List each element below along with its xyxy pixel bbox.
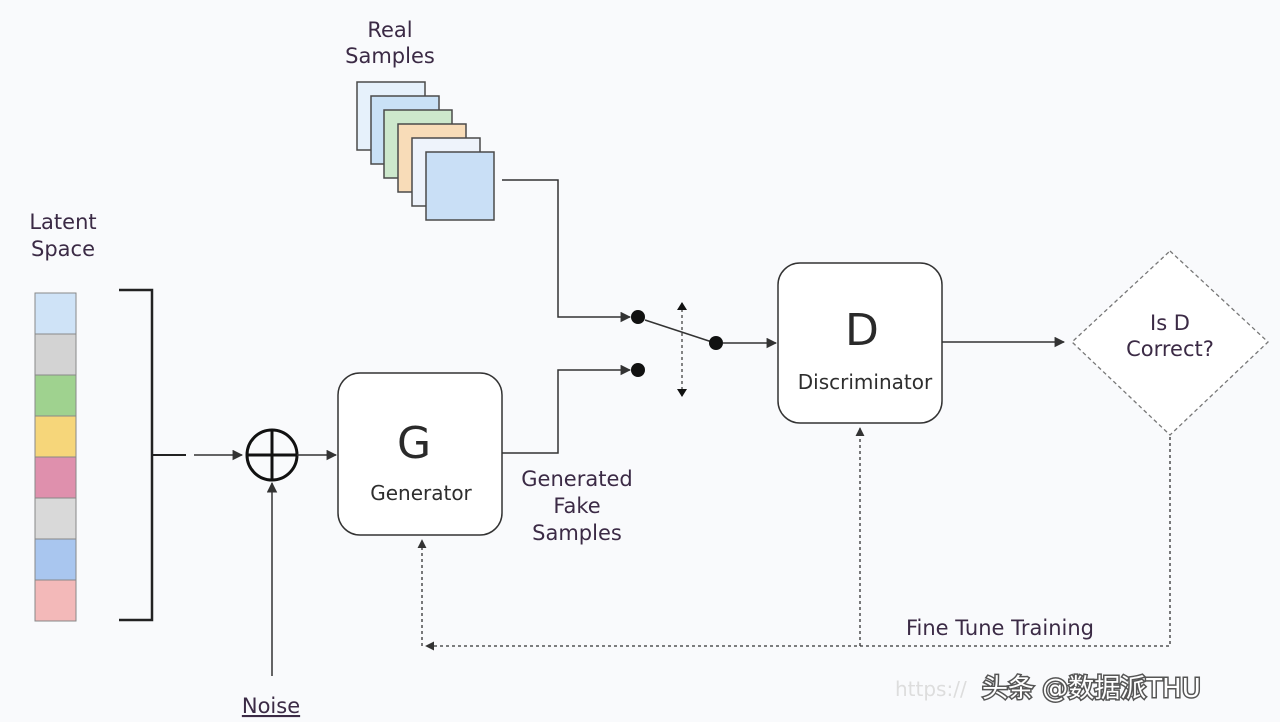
generator-box	[337, 372, 503, 536]
latent-cell	[34, 538, 77, 581]
discriminator-label: Discriminator	[798, 370, 933, 394]
generated-fake-label-line2: Fake	[553, 494, 600, 518]
latent-bracket	[119, 288, 154, 622]
generator-letter: G	[397, 418, 431, 469]
latent-cell	[34, 333, 77, 376]
real-samples-stack	[356, 81, 495, 221]
latent-cell	[34, 374, 77, 417]
generator-label: Generator	[370, 481, 472, 505]
real-sample-card	[425, 151, 495, 221]
latent-cell	[34, 292, 77, 335]
decision-label-line1: Is D	[1150, 311, 1190, 335]
watermark-faint-text: https://	[895, 677, 967, 701]
discriminator-letter: D	[845, 305, 879, 356]
generated-fake-label-line1: Generated	[521, 467, 632, 491]
noise-label: Noise	[242, 694, 300, 718]
latent-cell	[34, 497, 77, 540]
fine-tune-training-label: Fine Tune Training	[906, 616, 1094, 640]
real-samples-label-line2: Samples	[345, 44, 435, 68]
latent-cell	[34, 415, 77, 458]
real-samples-path	[502, 179, 632, 323]
latent-cell	[34, 456, 77, 499]
noise-adder-symbol	[245, 428, 299, 482]
decision-diamond	[1071, 250, 1269, 436]
generated-fake-label-line3: Samples	[532, 521, 622, 545]
watermark-text: 头条 @数据派THU	[982, 674, 1201, 704]
latent-space-label-line1: Latent	[29, 210, 96, 234]
sample-switch	[631, 302, 723, 397]
real-samples-label-line1: Real	[367, 18, 412, 42]
feedback-loop-path	[425, 437, 1171, 651]
latent-vector	[34, 292, 77, 622]
decision-label-line2: Correct?	[1126, 337, 1214, 361]
discriminator-box	[777, 262, 943, 424]
latent-space-label-line2: Space	[31, 237, 95, 261]
latent-cell	[34, 579, 77, 622]
fake-samples-path	[502, 364, 632, 454]
